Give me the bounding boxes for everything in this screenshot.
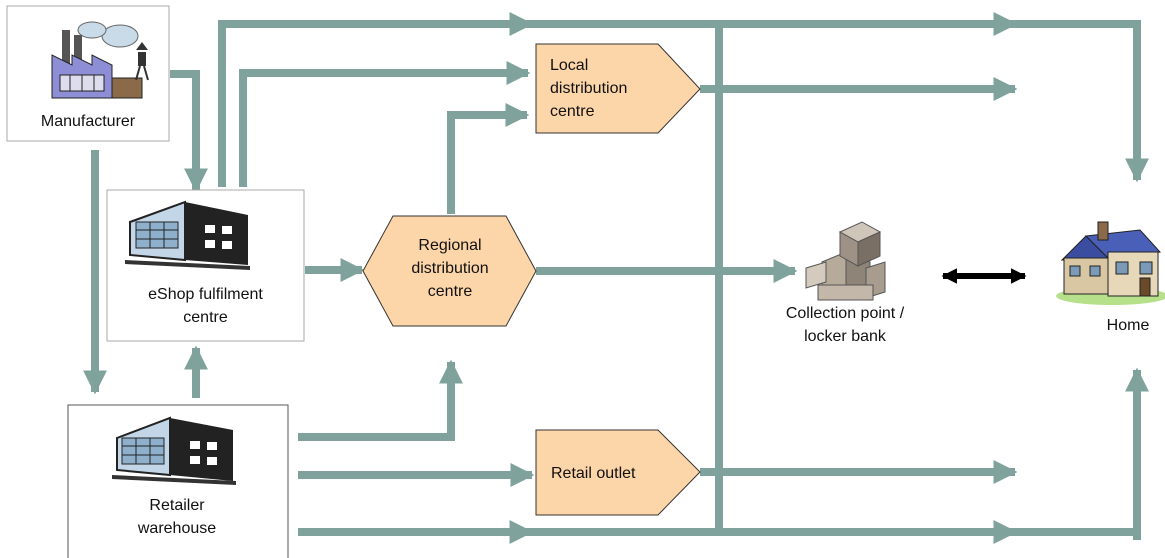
collection-label-line-2: locker bank — [804, 328, 886, 345]
retailer-label: Retailer warehouse — [68, 494, 286, 540]
regional-label-line-1: Regional — [418, 237, 482, 254]
warehouse-building-icon — [125, 200, 250, 270]
eshop-label-line-2: centre — [183, 309, 228, 326]
local-label: Local distribution centre — [550, 54, 670, 123]
collection-label-line-1: Collection point / — [785, 305, 905, 322]
house-icon — [1056, 221, 1165, 305]
local-label-line-3: centre — [550, 103, 595, 120]
retail-outlet-shape — [535, 429, 701, 516]
regional-label: Regional distribution centre — [390, 234, 510, 303]
local-distribution-shape — [535, 43, 701, 134]
home-label: Home — [1106, 317, 1150, 334]
regional-distribution-shape — [362, 215, 537, 327]
flow-lines — [83, 12, 1149, 544]
parcels-icon — [805, 221, 886, 301]
flow-manufacturer-eshop-line — [170, 70, 208, 193]
warehouse-building-icon — [112, 416, 236, 485]
eshop-label-line-1: eShop fulfilment — [148, 286, 263, 303]
regional-label-line-2: distribution — [411, 260, 489, 277]
collection-label: Collection point / locker bank — [770, 302, 920, 348]
retailer-label-line-1: Retailer — [149, 497, 205, 514]
eshop-label: eShop fulfilment centre — [107, 283, 304, 329]
factory-icon — [51, 21, 149, 99]
flow-regional-local-line — [447, 103, 530, 214]
manufacturer-label: Manufacturer — [40, 113, 136, 130]
flow-eshop-local-line — [239, 61, 531, 187]
retailer-label-line-2: warehouse — [137, 520, 217, 537]
flow-retailer-regional-line — [298, 359, 463, 441]
local-label-line-2: distribution — [550, 80, 628, 97]
local-label-line-1: Local — [550, 57, 589, 74]
retail-outlet-label: Retail outlet — [551, 465, 636, 482]
flow-top-line — [218, 20, 1149, 187]
regional-label-line-3: centre — [427, 283, 473, 300]
